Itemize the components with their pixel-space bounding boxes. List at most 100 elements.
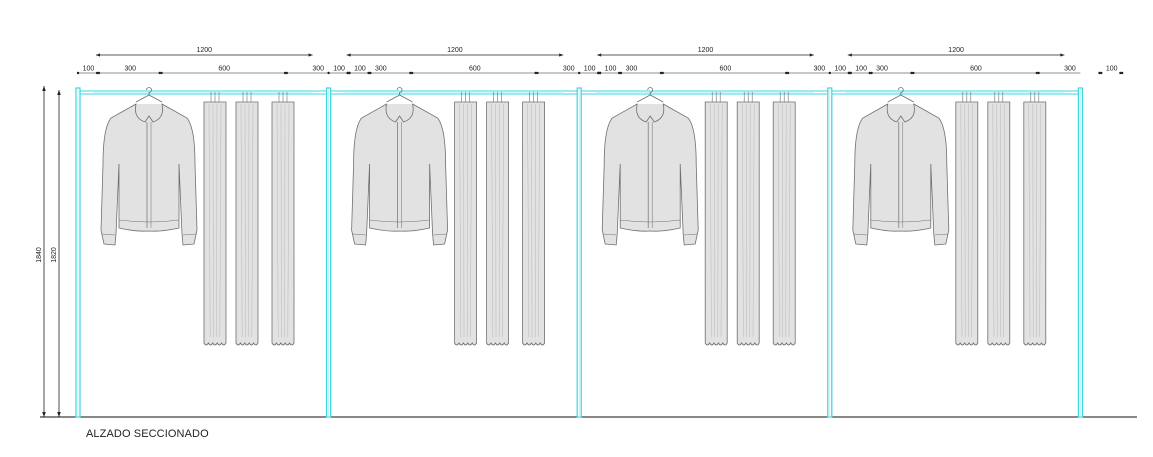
dimension-arrowhead bbox=[57, 90, 61, 95]
dimension-arrowhead bbox=[57, 412, 61, 417]
jacket-cuff bbox=[352, 233, 366, 236]
post bbox=[827, 87, 833, 418]
dimension-arrowhead bbox=[559, 53, 564, 57]
dress-pleat bbox=[287, 103, 290, 338]
dimension-tick bbox=[1120, 71, 1124, 75]
segment-dimension-label: 300 bbox=[1064, 66, 1076, 73]
hanger-bar bbox=[887, 94, 914, 103]
long-dress-icon bbox=[486, 92, 509, 346]
dress-pleat bbox=[971, 103, 974, 338]
dimension-tick bbox=[1098, 71, 1101, 75]
segment-dimension-label: 300 bbox=[876, 66, 888, 73]
jacket-collar bbox=[886, 103, 915, 123]
jacket-hem bbox=[620, 219, 681, 223]
hanger-hook bbox=[146, 87, 152, 96]
dimension-tick bbox=[597, 71, 600, 75]
dimension-tick bbox=[912, 71, 915, 75]
segment-dimension-label: 300 bbox=[375, 66, 387, 73]
segment-dimension-label: 600 bbox=[469, 66, 481, 73]
dimension-arrowhead bbox=[597, 53, 602, 57]
dress-body bbox=[1023, 101, 1047, 346]
segment-dimension-label: 100 bbox=[1106, 66, 1118, 73]
long-dress-icon bbox=[736, 92, 760, 346]
hanging-rail bbox=[80, 90, 327, 95]
dimension-arrowhead bbox=[809, 53, 814, 57]
jacket-icon bbox=[351, 87, 449, 246]
dress-pleat bbox=[1039, 103, 1042, 338]
vertical-dimensions: 1840 1820 bbox=[36, 86, 61, 417]
dress-pleat bbox=[208, 103, 211, 338]
segment-dimension-label: 100 bbox=[834, 66, 846, 73]
long-dress-icon bbox=[987, 92, 1011, 346]
dimension-tick bbox=[1037, 71, 1040, 75]
dress-pleat bbox=[240, 103, 243, 338]
segment-dimension-label: 300 bbox=[626, 66, 638, 73]
dimension-arrowhead bbox=[42, 86, 46, 91]
long-dress-icon bbox=[235, 92, 259, 346]
dress-body bbox=[522, 101, 545, 346]
jacket-icon bbox=[100, 87, 198, 246]
dress-pleat bbox=[720, 103, 723, 338]
dimension-tick bbox=[97, 71, 101, 75]
module-garments bbox=[100, 87, 295, 346]
jacket-body bbox=[601, 103, 699, 246]
module-garments bbox=[601, 87, 796, 346]
dress-pleat bbox=[709, 103, 712, 338]
dimension-tick bbox=[536, 71, 539, 75]
dimension-tick bbox=[409, 71, 412, 75]
dimension-arrowhead bbox=[96, 53, 100, 57]
segment-dimension-label: 100 bbox=[584, 66, 596, 73]
dress-pleat bbox=[276, 103, 279, 338]
dress-pleat bbox=[752, 103, 755, 338]
jacket-collar bbox=[135, 103, 163, 123]
dimension-tick bbox=[158, 71, 161, 75]
dimension-tick bbox=[910, 71, 913, 75]
dress-body bbox=[736, 101, 760, 346]
dress-body bbox=[271, 101, 295, 346]
dimension-arrowhead bbox=[308, 53, 313, 57]
inner-height-label: 1820 bbox=[51, 247, 58, 263]
long-dress-icon bbox=[704, 92, 728, 346]
segment-dimension-label: 300 bbox=[124, 66, 136, 73]
hanger-icon bbox=[637, 87, 664, 103]
dress-body bbox=[454, 101, 477, 346]
dimension-tick bbox=[327, 71, 330, 75]
jacket-cuff bbox=[934, 233, 948, 236]
dress-pleat bbox=[777, 103, 780, 338]
hanger-bar bbox=[135, 94, 163, 103]
post bbox=[576, 87, 582, 418]
dress-body bbox=[486, 101, 509, 346]
post bbox=[1077, 87, 1084, 418]
rack-frame bbox=[40, 87, 1137, 418]
dimension-tick bbox=[786, 71, 790, 75]
dress-body bbox=[955, 101, 979, 346]
total-dimension-label: 1200 bbox=[698, 47, 714, 54]
dimension-tick bbox=[95, 71, 99, 75]
dress-pleat bbox=[527, 103, 530, 338]
outer-height-label: 1840 bbox=[36, 247, 43, 263]
segment-dimension-label: 100 bbox=[354, 66, 366, 73]
dress-body bbox=[235, 101, 259, 346]
segment-dimension-label: 300 bbox=[312, 66, 324, 73]
dimension-tick bbox=[1100, 71, 1103, 75]
hanging-rail bbox=[581, 90, 828, 95]
total-dimension-label: 1200 bbox=[948, 47, 964, 54]
jacket-cuff bbox=[433, 233, 447, 236]
hanging-rail bbox=[330, 90, 578, 95]
hanging-rail bbox=[831, 90, 1079, 95]
dress-pleat bbox=[741, 103, 744, 338]
hanger-hook bbox=[396, 87, 403, 96]
dimension-arrowhead bbox=[847, 53, 852, 57]
dimension-tick bbox=[1035, 71, 1039, 75]
dimension-arrowhead bbox=[42, 412, 46, 417]
dimension-tick bbox=[598, 71, 602, 75]
hanger-icon bbox=[135, 87, 163, 103]
dress-pleat bbox=[788, 103, 791, 338]
dimension-tick bbox=[346, 71, 349, 75]
dimension-tick bbox=[160, 71, 163, 75]
dimension-tick bbox=[348, 71, 351, 75]
